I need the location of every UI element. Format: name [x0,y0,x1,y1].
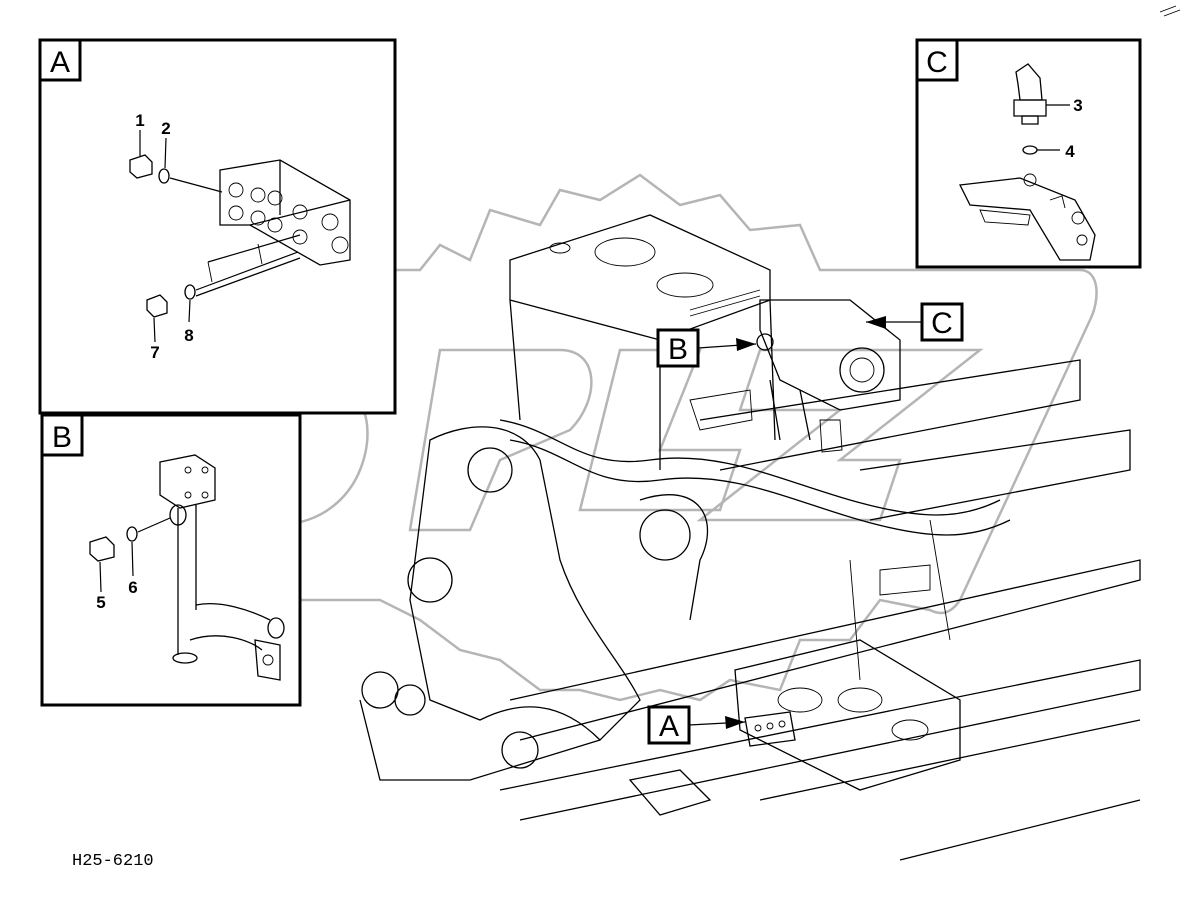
part-number-8: 8 [184,326,193,345]
part-number-7: 7 [150,343,159,362]
detail-b-label: B [52,421,72,454]
machine-frame [359,214,1141,861]
part-number-3: 3 [1073,96,1082,115]
part-number-5: 5 [96,593,105,612]
detail-view-c: C 3 4 [915,38,1142,269]
callout-c: C [866,302,964,342]
callout-c-label: C [931,307,953,340]
detail-c-label: C [926,46,948,79]
drawing-code: H25-6210 [72,852,154,871]
corner-mark [1159,5,1181,17]
part-number-1: 1 [135,111,144,130]
part-number-2: 2 [161,119,170,138]
detail-view-a: A 1 2 7 8 [38,38,397,415]
detail-a-label: A [50,46,70,79]
callout-a-label: A [659,710,679,743]
part-number-4: 4 [1065,142,1075,161]
detail-view-b: B 5 6 [40,413,302,707]
callout-b: B [656,328,757,368]
callout-b-label: B [668,333,688,366]
callout-a: A [647,705,746,745]
part-number-6: 6 [128,578,137,597]
